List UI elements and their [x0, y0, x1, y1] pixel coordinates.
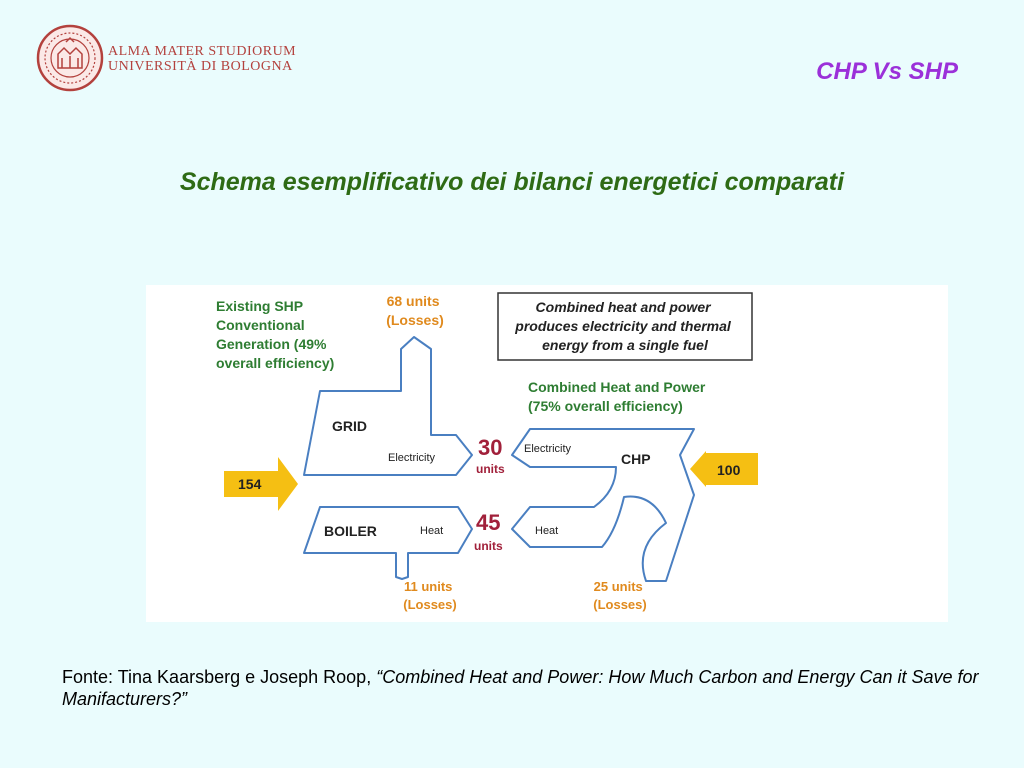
callout-line2: produces electricity and thermal	[514, 318, 732, 334]
chp-callout-box	[497, 292, 753, 361]
electricity-units: units	[476, 462, 505, 476]
shp-title-line1: Existing SHP	[216, 298, 303, 314]
university-name-line1: ALMA MATER STUDIORUM	[108, 44, 297, 59]
chp-callout-text: Combined heat and power produces electri…	[514, 299, 734, 353]
fuel-input-chp-yellow	[690, 451, 758, 487]
slide-title: CHP Vs SHP	[816, 58, 958, 85]
grid-label: GRID	[332, 418, 367, 434]
grid-losses-label: 68 units (Losses)	[386, 293, 444, 328]
fuel-input-chp-value: 100	[717, 462, 741, 478]
chp-title-line2: (75% overall efficiency)	[528, 398, 683, 414]
chp-title: Combined Heat and Power (75% overall eff…	[528, 379, 709, 414]
heat-value: 45	[476, 510, 500, 535]
electricity-value: 30	[478, 435, 502, 460]
grid-losses-word: (Losses)	[386, 312, 444, 328]
source-citation: Fonte: Tina Kaarsberg e Joseph Roop, “Co…	[62, 666, 982, 710]
university-name: ALMA MATER STUDIORUM UNIVERSITÀ DI BOLOG…	[108, 44, 296, 74]
heat-units: units	[474, 539, 503, 553]
chp-losses-word: (Losses)	[593, 597, 646, 612]
shp-title: Existing SHP Conventional Generation (49…	[216, 298, 334, 371]
university-seal-icon	[36, 24, 104, 92]
chp-flow-outline	[511, 428, 695, 582]
boiler-flow-outline	[303, 506, 473, 580]
boiler-losses-units: 11 units	[404, 579, 452, 594]
shp-title-line3: Generation (49%	[216, 336, 327, 352]
source-prefix: Fonte: Tina Kaarsberg e Joseph Roop,	[62, 667, 377, 687]
chp-label: CHP	[621, 451, 651, 467]
callout-line1: Combined heat and power	[536, 299, 713, 315]
chp-title-line1: Combined Heat and Power	[528, 379, 706, 395]
boiler-heat-label: Heat	[420, 525, 443, 537]
shp-title-line4: overall efficiency)	[216, 355, 334, 371]
grid-electricity-label: Electricity	[388, 452, 436, 464]
source-title: “Combined Heat and Power: How Much Carbo…	[62, 667, 979, 709]
chp-losses-units: 25 units	[594, 579, 643, 594]
slide-subtitle: Schema esemplificativo dei bilanci energ…	[179, 168, 845, 196]
boiler-losses-word: (Losses)	[403, 597, 456, 612]
boiler-losses-label: 11 units (Losses)	[403, 579, 456, 612]
chp-electricity-label: Electricity	[524, 443, 572, 455]
fuel-input-shp-value: 154	[238, 476, 262, 492]
energy-balance-diagram: Existing SHP Conventional Generation (49…	[146, 285, 948, 622]
grid-losses-units: 68 units	[387, 293, 440, 309]
chp-losses-label: 25 units (Losses)	[593, 579, 646, 612]
grid-flow-outline	[303, 336, 473, 476]
university-name-line2: UNIVERSITÀ DI BOLOGNA	[108, 59, 293, 74]
shp-title-line2: Conventional	[216, 317, 305, 333]
fuel-input-shp-arrow	[224, 457, 298, 511]
callout-line3: energy from a single fuel	[542, 337, 709, 353]
boiler-label: BOILER	[324, 523, 377, 539]
chp-heat-label: Heat	[535, 525, 558, 537]
